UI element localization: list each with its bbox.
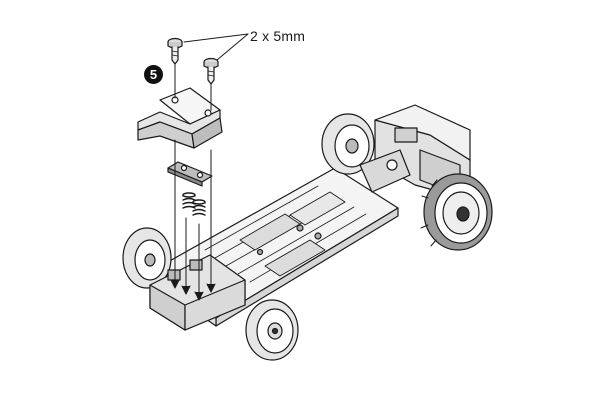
step-number-badge: 5 — [144, 65, 163, 84]
screw-2 — [203, 57, 219, 85]
front-right-wheel — [245, 299, 299, 361]
screw-size-label: 2 x 5mm — [250, 28, 306, 44]
spring-left — [182, 192, 196, 209]
screw-1 — [167, 37, 183, 65]
front-left-wheel — [122, 227, 172, 289]
rear-right-wheel — [420, 173, 493, 251]
spring-plate — [167, 161, 213, 187]
front-cover-part — [137, 87, 223, 149]
suspension-springs — [182, 192, 206, 216]
spring-right — [192, 199, 206, 216]
rear-left-wheel — [321, 113, 375, 175]
assembly-guide-lines — [170, 63, 216, 301]
callout-leaders — [183, 33, 249, 61]
